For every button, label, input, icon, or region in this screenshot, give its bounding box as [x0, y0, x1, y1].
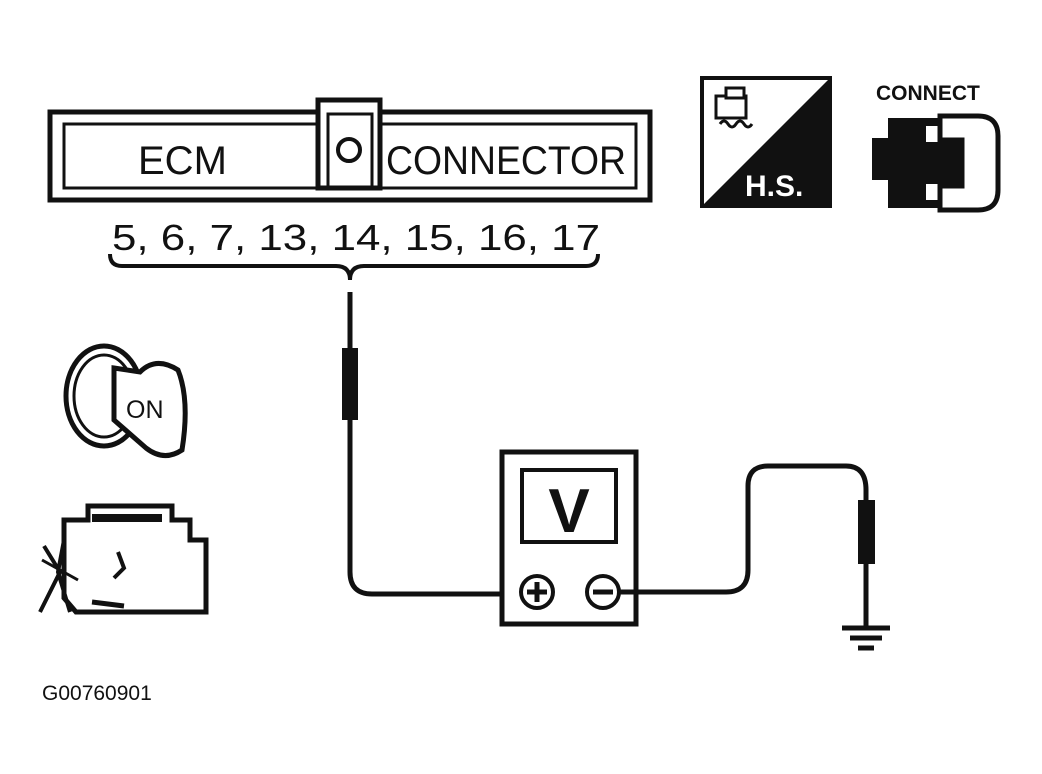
voltmeter-unit-label: V: [548, 477, 589, 546]
connector-latch: [336, 137, 362, 163]
ecm-connector: ECM CONNECTOR: [47, 97, 653, 203]
connector-label: CONNECTOR: [386, 139, 626, 183]
voltmeter: V: [499, 449, 639, 627]
terminal-numbers: 5, 6, 7, 13, 14, 15, 16, 17: [112, 217, 600, 258]
positive-test-lead: [342, 292, 502, 597]
terminal-brace: [108, 253, 600, 281]
ecm-label: ECM: [138, 139, 227, 183]
figure-id: G00760901: [42, 682, 152, 705]
ignition-key-icon: ON: [63, 343, 188, 458]
hot-start-icon: H.S.: [700, 76, 832, 208]
negative-test-lead: [619, 463, 875, 626]
ground-icon: [842, 625, 890, 651]
ignition-on-label: ON: [126, 396, 164, 424]
engine-icon: [38, 503, 209, 615]
connect-connector-icon: CONNECT: [872, 82, 1001, 213]
connect-label: CONNECT: [876, 82, 980, 105]
hot-start-label: H.S.: [745, 170, 803, 203]
